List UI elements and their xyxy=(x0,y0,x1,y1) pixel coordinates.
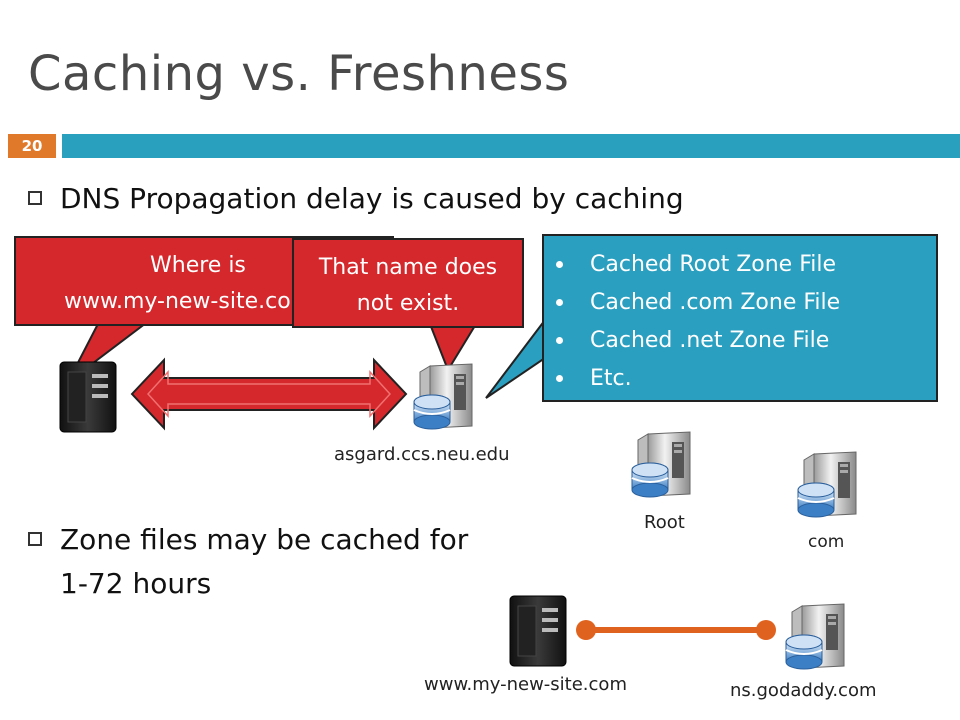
cache-item: Etc. xyxy=(556,360,936,398)
cache-list: Cached Root Zone File Cached .com Zone F… xyxy=(544,246,936,398)
bullet-text: DNS Propagation delay is caused by cachi… xyxy=(60,182,684,215)
page-number: 20 xyxy=(8,134,56,158)
noname-callout-tail xyxy=(428,323,478,373)
header-bar xyxy=(62,134,960,158)
my-new-site-computer-icon xyxy=(509,595,567,667)
cache-callout-tail xyxy=(485,317,546,399)
bullet-propagation: DNS Propagation delay is caused by cachi… xyxy=(28,177,684,221)
asgard-server-icon xyxy=(413,363,473,430)
cache-item: Cached Root Zone File xyxy=(556,246,936,284)
label-my-new-site: www.my-new-site.com xyxy=(424,674,627,695)
link-endpoint-right xyxy=(756,620,776,640)
noname-line1: That name does xyxy=(318,255,498,280)
label-root: Root xyxy=(644,512,685,533)
cache-callout: Cached Root Zone File Cached .com Zone F… xyxy=(542,234,938,402)
where-line1: Where is xyxy=(150,253,246,278)
slide-title: Caching vs. Freshness xyxy=(28,46,570,102)
cache-item: Cached .net Zone File xyxy=(556,322,936,360)
com-server-icon xyxy=(797,451,857,518)
double-arrow xyxy=(130,357,408,431)
bullet-zone-files: Zone files may be cached for 1-72 hours xyxy=(28,518,480,606)
label-godaddy: ns.godaddy.com xyxy=(730,680,877,701)
label-com: com xyxy=(808,532,845,552)
bullet-text: Zone files may be cached for 1-72 hours xyxy=(60,523,469,600)
bullet-box-icon xyxy=(28,532,42,546)
where-line2: www.my-new-site.com? xyxy=(64,289,324,314)
godaddy-server-icon xyxy=(785,603,845,670)
noname-callout: That name does not exist. xyxy=(292,238,524,328)
client-computer-icon xyxy=(59,361,117,433)
noname-line2: not exist. xyxy=(356,291,460,316)
cache-item: Cached .com Zone File xyxy=(556,284,936,322)
bullet-box-icon xyxy=(28,191,42,205)
root-server-icon xyxy=(631,431,691,498)
link-endpoint-left xyxy=(576,620,596,640)
label-asgard: asgard.ccs.neu.edu xyxy=(334,444,510,465)
